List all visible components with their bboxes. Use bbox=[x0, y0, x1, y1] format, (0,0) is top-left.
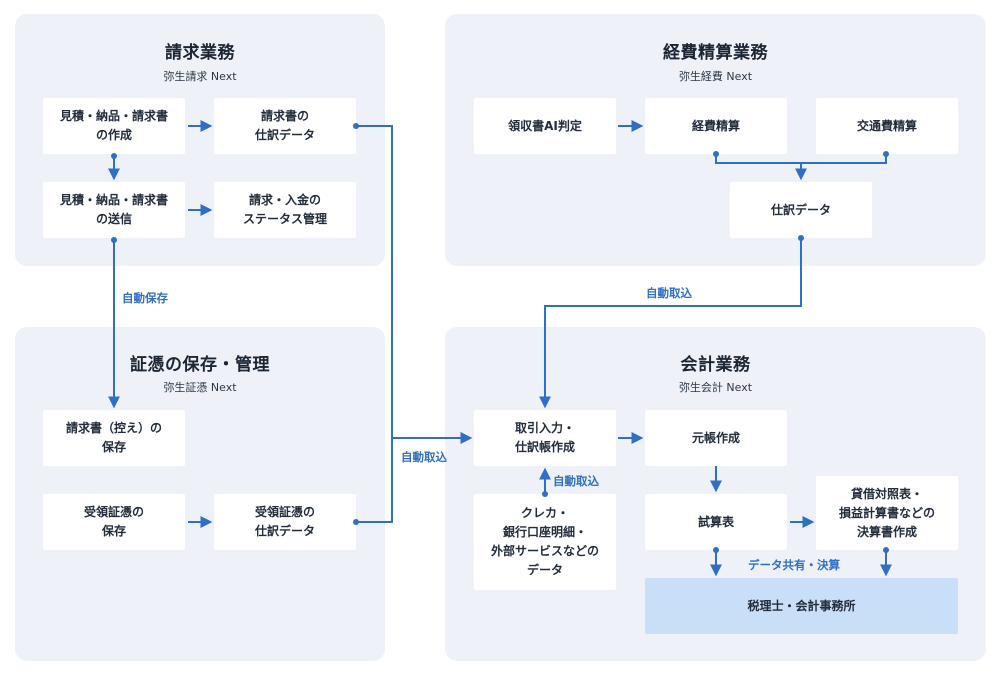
ledger-box: 元帳作成 bbox=[645, 410, 787, 466]
billing-panel-subtitle: 弥生請求 Next bbox=[163, 70, 237, 83]
transaction-entry-box: 取引入力・ 仕訳帳作成 bbox=[474, 410, 616, 466]
invoice-journal-box: 請求書の 仕訳データ bbox=[214, 98, 356, 154]
financial-statements-box: 貸借対照表・ 損益計算書などの 決算書作成 bbox=[816, 476, 958, 550]
trial-balance-box: 試算表 bbox=[645, 494, 787, 550]
accounting-panel-title: 会計業務 bbox=[680, 355, 751, 375]
tax-accountant-box: 税理士・会計事務所 bbox=[645, 578, 958, 634]
expense-panel-title: 経費精算業務 bbox=[663, 43, 768, 63]
expense-settle-box: 経費精算 bbox=[645, 98, 787, 154]
transport-settle-box: 交通費精算 bbox=[816, 98, 958, 154]
quote-create-box: 見積・納品・請求書 の作成 bbox=[43, 98, 185, 154]
voucher-panel-subtitle: 弥生証憑 Next bbox=[163, 381, 237, 394]
receipt-save-box: 受領証憑の 保存 bbox=[43, 494, 185, 550]
quote-send-box: 見積・納品・請求書 の送信 bbox=[43, 182, 185, 238]
auto-import-top-label: 自動取込 bbox=[646, 286, 692, 300]
auto-import-left-label: 自動取込 bbox=[401, 450, 447, 464]
billing-panel-title: 請求業務 bbox=[165, 43, 235, 63]
invoice-copy-box: 請求書（控え）の 保存 bbox=[43, 410, 185, 466]
receipt-ai-box: 領収書AI判定 bbox=[474, 98, 616, 154]
auto-save-label: 自動保存 bbox=[122, 291, 168, 305]
card-data-box: クレカ・ 銀行口座明細・ 外部サービスなどの データ bbox=[474, 494, 616, 590]
auto-import-card-label: 自動取込 bbox=[553, 474, 599, 488]
expense-journal-box: 仕訳データ bbox=[730, 182, 872, 238]
voucher-panel-title: 証憑の保存・管理 bbox=[130, 355, 270, 375]
accounting-panel-subtitle: 弥生会計 Next bbox=[678, 381, 753, 394]
receipt-journal-box: 受領証憑の 仕訳データ bbox=[214, 494, 356, 550]
data-share-label: データ共有・決算 bbox=[748, 558, 840, 572]
status-manage-box: 請求・入金の ステータス管理 bbox=[214, 182, 356, 238]
expense-panel-subtitle: 弥生経費 Next bbox=[678, 70, 753, 83]
